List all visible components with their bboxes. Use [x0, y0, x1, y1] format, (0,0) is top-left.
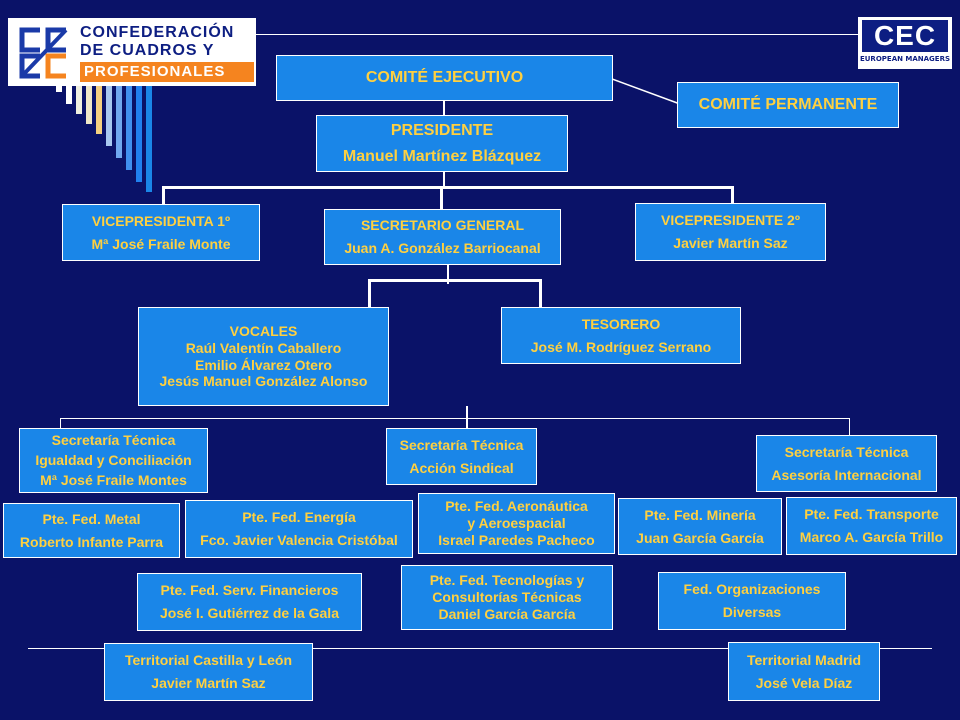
territorial-madrid-line-1: Territorial Madrid	[746, 651, 862, 668]
tesorero-name: José M. Rodríguez Serrano	[530, 338, 712, 355]
vicepresidente2-name: Javier Martín Saz	[673, 235, 788, 251]
fed-aeronautica-line-2: y Aeroespacial	[467, 515, 566, 532]
fed-transporte-line-1: Pte. Fed. Transporte	[804, 506, 939, 523]
cc-logo-mark-icon	[14, 24, 72, 82]
fed-aeronautica-box: Pte. Fed. Aeronáutica y Aeroespacial Isr…	[418, 493, 615, 554]
vocales-name-2: Emilio Álvarez Otero	[195, 356, 332, 373]
fed-tecnologias-line-2: Consultorías Técnicas	[432, 589, 582, 606]
presidente-box: PRESIDENTE Manuel Martínez Blázquez	[316, 115, 568, 172]
territorial-castilla-line-2: Javier Martín Saz	[151, 675, 266, 691]
vicepresidenta1-title: VICEPRESIDENTA 1º	[91, 212, 231, 229]
secretaria-igualdad-line-1: Secretaría Técnica	[51, 432, 176, 449]
fed-mineria-line-1: Pte. Fed. Minería	[644, 506, 756, 523]
territorial-madrid-line-2: José Vela Díaz	[755, 674, 853, 691]
vocales-name-1: Raúl Valentín Caballero	[185, 339, 342, 356]
comite-ejecutivo-title: COMITÉ EJECUTIVO	[365, 69, 524, 87]
secretaria-asesoria-box: Secretaría Técnica Asesoría Internaciona…	[756, 435, 937, 492]
presidente-title: PRESIDENTE	[390, 122, 494, 140]
fed-transporte-line-2: Marco A. García Trillo	[799, 529, 944, 545]
confederacion-logo: CONFEDERACIÓN DE CUADROS Y PROFESIONALES	[8, 18, 256, 86]
territorial-castilla-box: Territorial Castilla y León Javier Martí…	[104, 643, 313, 701]
secretaria-accion-line-1: Secretaría Técnica	[399, 436, 524, 453]
fed-financieros-line-2: José I. Gutiérrez de la Gala	[160, 605, 339, 621]
fed-organizaciones-line-2: Diversas	[722, 604, 782, 620]
tesorero-box: TESORERO José M. Rodríguez Serrano	[501, 307, 741, 364]
fed-metal-line-2: Roberto Infante Parra	[19, 533, 164, 550]
secretario-general-title: SECRETARIO GENERAL	[360, 217, 525, 234]
vocales-title: VOCALES	[229, 322, 298, 339]
fed-metal-line-1: Pte. Fed. Metal	[42, 510, 141, 527]
fed-aeronautica-line-1: Pte. Fed. Aeronáutica	[445, 498, 588, 515]
tesorero-title: TESORERO	[581, 315, 661, 332]
logo-line-3: PROFESIONALES	[80, 62, 254, 82]
secretaria-asesoria-line-2: Asesoría Internacional	[771, 466, 922, 483]
vicepresidente2-box: VICEPRESIDENTE 2º Javier Martín Saz	[635, 203, 826, 261]
secretario-general-box: SECRETARIO GENERAL Juan A. González Barr…	[324, 209, 561, 265]
fed-energia-line-1: Pte. Fed. Energía	[242, 509, 356, 526]
comite-permanente-title: COMITÉ PERMANENTE	[698, 96, 878, 114]
comite-ejecutivo-box: COMITÉ EJECUTIVO	[276, 55, 613, 101]
fed-transporte-box: Pte. Fed. Transporte Marco A. García Tri…	[786, 497, 957, 555]
secretario-general-name: Juan A. González Barriocanal	[344, 240, 541, 256]
diagonal-connector	[612, 78, 681, 105]
secretaria-igualdad-box: Secretaría Técnica Igualdad y Conciliaci…	[19, 428, 208, 493]
secretaria-asesoria-line-1: Secretaría Técnica	[784, 443, 909, 460]
fed-mineria-box: Pte. Fed. Minería Juan García García	[618, 498, 782, 555]
fed-mineria-line-2: Juan García García	[636, 529, 764, 546]
cec-logo-subtitle: EUROPEAN MANAGERS	[859, 55, 951, 63]
secretaria-accion-line-2: Acción Sindical	[409, 459, 514, 476]
secretaria-accion-box: Secretaría Técnica Acción Sindical	[386, 428, 537, 485]
vocales-box: VOCALES Raúl Valentín Caballero Emilio Á…	[138, 307, 389, 406]
fed-tecnologias-line-1: Pte. Fed. Tecnologías y	[429, 572, 585, 589]
fed-organizaciones-line-1: Fed. Organizaciones	[683, 581, 821, 598]
fed-financieros-box: Pte. Fed. Serv. Financieros José I. Guti…	[137, 573, 362, 631]
logo-line-2: DE CUADROS Y	[80, 42, 215, 59]
territorial-castilla-line-1: Territorial Castilla y León	[124, 652, 292, 669]
fed-energia-box: Pte. Fed. Energía Fco. Javier Valencia C…	[185, 500, 413, 558]
secretaria-igualdad-line-3: Mª José Fraile Montes	[40, 471, 187, 488]
fed-metal-box: Pte. Fed. Metal Roberto Infante Parra	[3, 503, 180, 558]
fed-energia-line-2: Fco. Javier Valencia Cristóbal	[200, 532, 398, 548]
comite-permanente-box: COMITÉ PERMANENTE	[677, 82, 899, 128]
secretaria-igualdad-line-2: Igualdad y Conciliación	[35, 452, 192, 469]
vicepresidenta1-box: VICEPRESIDENTA 1º Mª José Fraile Monte	[62, 204, 260, 261]
fed-aeronautica-line-3: Israel Paredes Pacheco	[438, 531, 595, 548]
logo-line-1: CONFEDERACIÓN	[80, 24, 235, 41]
vicepresidenta1-name: Mª José Fraile Monte	[91, 235, 231, 252]
fed-financieros-line-1: Pte. Fed. Serv. Financieros	[160, 582, 339, 599]
fed-tecnologias-box: Pte. Fed. Tecnologías y Consultorías Téc…	[401, 565, 613, 630]
vocales-name-3: Jesús Manuel González Alonso	[159, 373, 368, 390]
cec-logo-mark: CEC	[862, 20, 948, 52]
fed-organizaciones-box: Fed. Organizaciones Diversas	[658, 572, 846, 630]
vicepresidente2-title: VICEPRESIDENTE 2º	[661, 212, 800, 229]
presidente-name: Manuel Martínez Blázquez	[342, 147, 542, 165]
territorial-madrid-box: Territorial Madrid José Vela Díaz	[728, 642, 880, 701]
cec-logo: CEC EUROPEAN MANAGERS	[858, 17, 952, 69]
fed-tecnologias-line-3: Daniel García García	[438, 605, 576, 622]
